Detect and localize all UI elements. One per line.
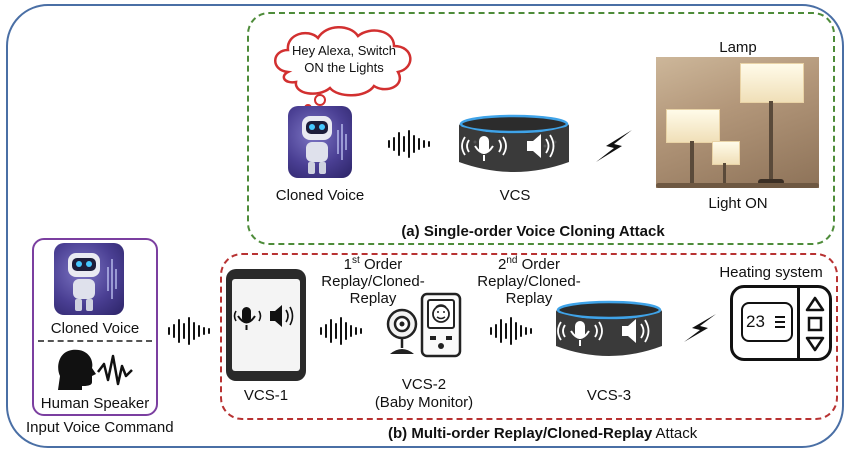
speech-bubble-cloud-icon xyxy=(274,26,412,112)
human-speaker-silhouette-icon xyxy=(58,349,133,390)
smart-speaker-echo-icon xyxy=(459,114,569,172)
input-voice-command-label: Input Voice Command xyxy=(26,419,174,436)
panel-b-caption: (b) Multi-order Replay/Cloned-Replay Att… xyxy=(388,425,698,442)
outer-frame xyxy=(6,4,844,448)
vcs2-sub-label: (Baby Monitor) xyxy=(374,394,474,411)
sound-wave-icon xyxy=(168,317,210,345)
thermostat-value: 23 xyxy=(746,312,765,331)
second-order-line3: Replay xyxy=(505,290,553,307)
second-order-line1: 2nd Order xyxy=(498,255,560,274)
panel-a-frame xyxy=(247,12,835,245)
wireless-bolt-icon xyxy=(596,130,632,162)
lamp-label: Lamp xyxy=(719,39,757,56)
sound-wave-icon xyxy=(320,317,362,345)
vcs3-smart-speaker-echo-icon xyxy=(556,300,662,356)
panel-b-frame xyxy=(220,253,838,420)
vcs1-label: VCS-1 xyxy=(243,387,289,404)
vcs1-phone-icon xyxy=(226,269,306,381)
first-order-line3: Replay xyxy=(349,290,397,307)
input-robot-cloned-voice-icon xyxy=(54,243,124,315)
thermostat-controls-icon xyxy=(805,296,825,352)
human-speaker-label: Human Speaker xyxy=(40,395,150,412)
second-order-line2: Replay/Cloned- xyxy=(477,273,581,290)
sound-wave-icon xyxy=(490,317,532,345)
panel-a-vcs-label: VCS xyxy=(499,187,531,204)
speech-bubble-line2: ON the Lights xyxy=(304,60,384,75)
vcs3-label: VCS-3 xyxy=(586,387,632,404)
lamp-photo xyxy=(656,57,819,188)
vcs2-label: VCS-2 xyxy=(401,376,447,393)
baby-monitor-parent-unit-icon xyxy=(420,292,462,358)
thermostat-bars-icon xyxy=(775,316,785,328)
wireless-bolt-icon xyxy=(684,314,716,342)
panel-a-cloned-voice-label: Cloned Voice xyxy=(275,187,365,204)
speech-bubble-line1: Hey Alexa, Switch xyxy=(291,43,397,58)
sound-wave-icon xyxy=(388,130,430,158)
heating-system-label: Heating system xyxy=(719,264,823,281)
thermostat-icon: 23 xyxy=(730,285,832,361)
input-cloned-voice-label: Cloned Voice xyxy=(50,320,140,337)
baby-camera-icon xyxy=(386,308,418,354)
first-order-line2: Replay/Cloned- xyxy=(321,273,425,290)
first-order-line1: 1st Order xyxy=(343,255,403,274)
panel-a-caption: (a) Single-order Voice Cloning Attack xyxy=(401,223,665,240)
input-divider xyxy=(38,340,152,342)
robot-cloned-voice-icon xyxy=(288,106,352,178)
light-on-label: Light ON xyxy=(708,195,768,212)
